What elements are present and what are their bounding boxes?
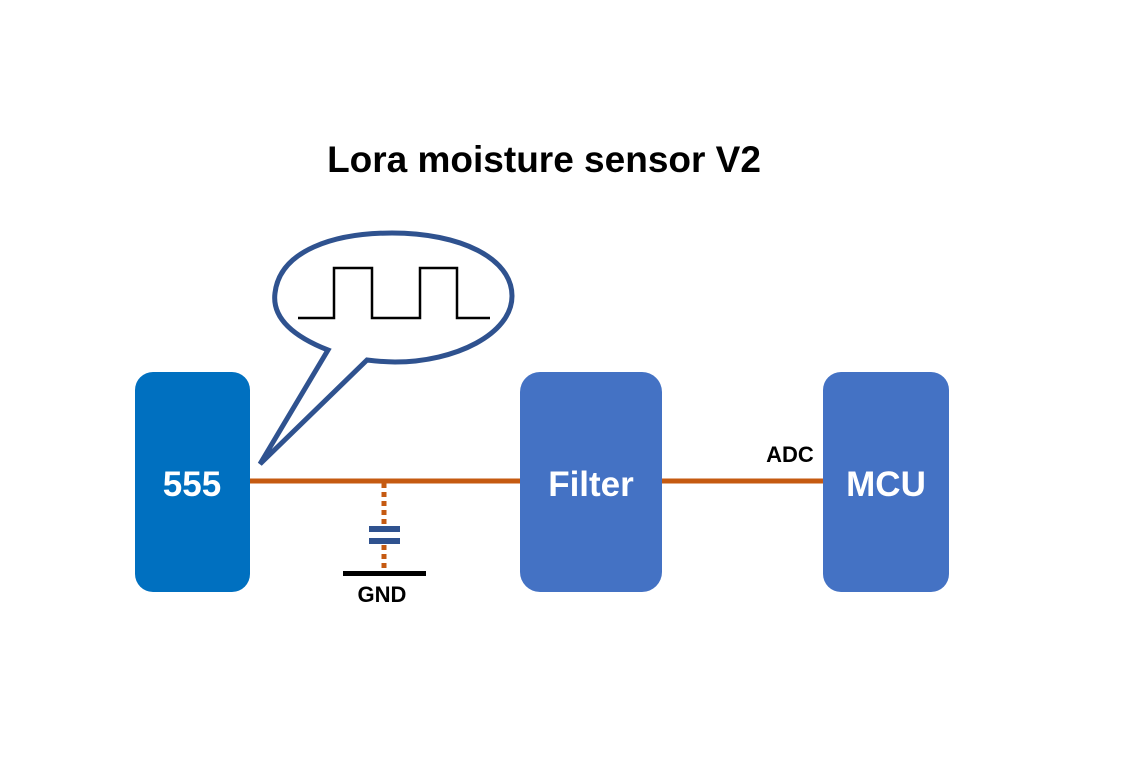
capacitor-plate-bottom (369, 538, 400, 544)
block-555-label: 555 (163, 465, 221, 504)
speech-bubble (257, 230, 515, 466)
block-mcu-label: MCU (846, 465, 926, 504)
block-filter (520, 372, 662, 592)
block-mcu (823, 372, 949, 592)
gnd-label: GND (358, 582, 407, 607)
capacitor-plate-top (369, 526, 400, 532)
block-555 (135, 372, 250, 592)
block-filter-label: Filter (548, 465, 634, 504)
diagram-title: Lora moisture sensor V2 (327, 139, 761, 180)
ground-bar (343, 571, 426, 576)
square-wave-icon (298, 266, 490, 320)
adc-label: ADC (766, 442, 814, 467)
